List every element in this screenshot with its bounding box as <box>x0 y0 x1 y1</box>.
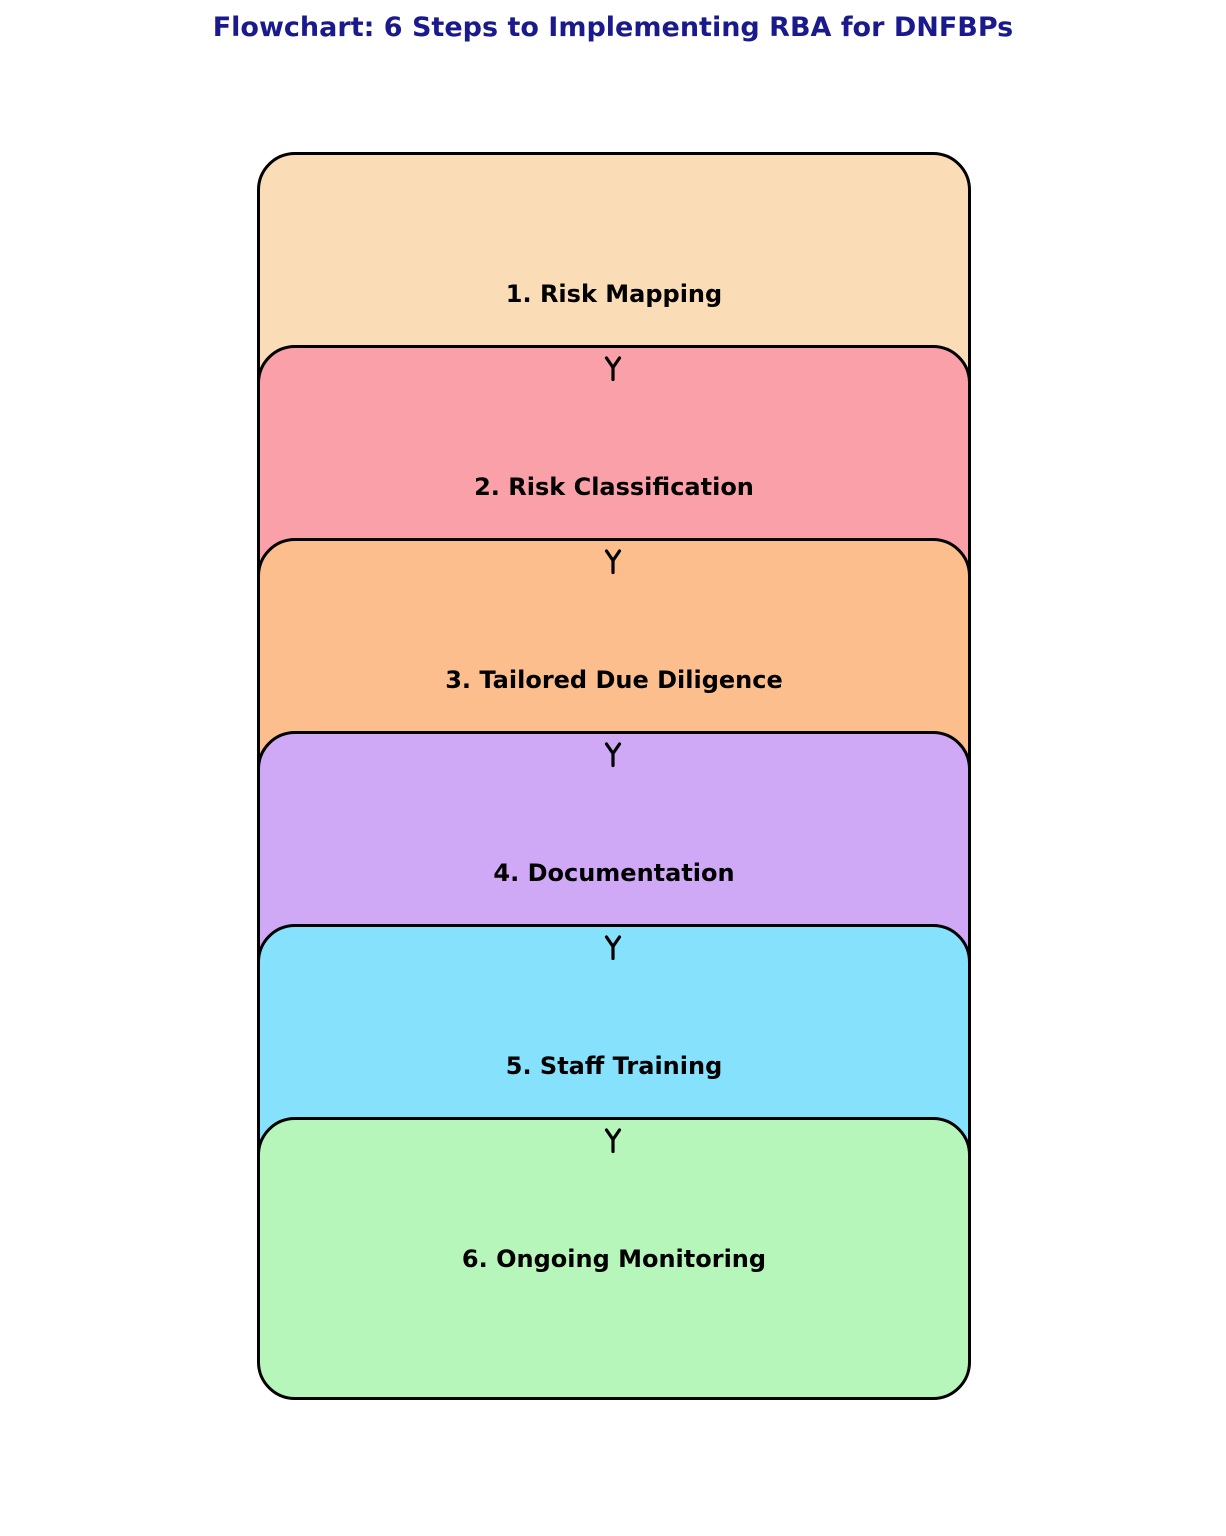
step-box-6-ongoing-monitoring: 6. Ongoing Monitoring <box>257 1117 971 1400</box>
step-label-4: 4. Documentation <box>493 858 735 887</box>
step-label-6: 6. Ongoing Monitoring <box>461 1244 767 1273</box>
step-label-5: 5. Staff Training <box>505 1051 723 1080</box>
arrow-down-icon-1 <box>604 356 622 382</box>
page-title: Flowchart: 6 Steps to Implementing RBA f… <box>212 12 1014 43</box>
arrow-down-icon-4 <box>604 935 622 961</box>
step-label-2: 2. Risk Classification <box>474 472 754 501</box>
step-label-1: 1. Risk Mapping <box>505 279 723 308</box>
arrow-down-icon-3 <box>604 742 622 768</box>
step-label-3: 3. Tailored Due Diligence <box>445 665 783 694</box>
arrow-down-icon-5 <box>604 1128 622 1154</box>
arrow-down-icon-2 <box>604 549 622 575</box>
